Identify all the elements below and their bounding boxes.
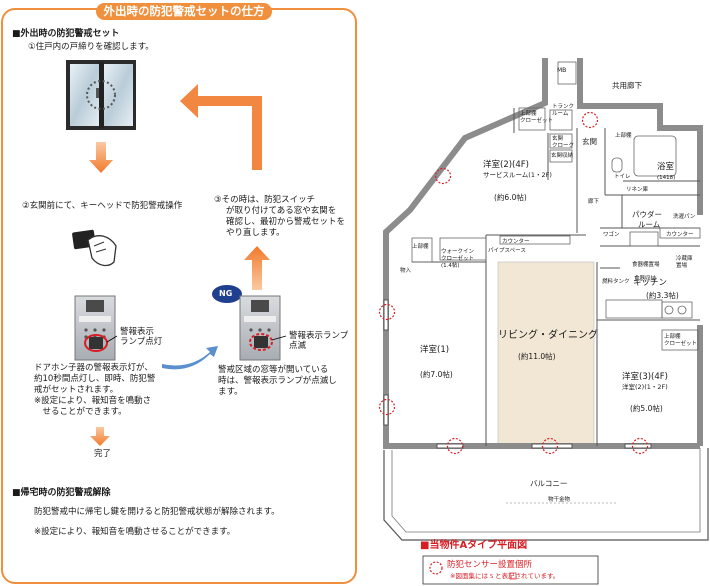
balcony-label: バルコニー bbox=[530, 479, 568, 488]
toilet-label: トイレ bbox=[614, 174, 631, 180]
fuel-tank-label: 燃料タンク bbox=[602, 279, 630, 285]
step1-text: ①住戸内の戸締りを確認します。 bbox=[28, 42, 154, 52]
lit-description: ドアホン子器の警報表示灯が、 約10秒間点灯し、即時、防犯警 戒がセットされます… bbox=[34, 363, 156, 417]
cupboard-space-label: 食器棚置場 bbox=[632, 262, 660, 268]
done-text: 完了 bbox=[94, 449, 112, 459]
trunk-room-label: トランクルーム bbox=[552, 104, 575, 117]
dry-area-label: 物干金物 bbox=[548, 497, 571, 503]
powder-room-label: パウダー ルーム bbox=[632, 210, 662, 229]
corridor-label: 廊下 bbox=[588, 199, 600, 205]
walkin-closet-label: ウォークインクローゼット(1.4帖) bbox=[441, 249, 475, 269]
linen-label: リネン庫 bbox=[626, 187, 649, 193]
western2-size: (約6.0帖) bbox=[494, 193, 527, 202]
panel-title: 外出時の防犯警戒セットの仕方 bbox=[96, 3, 272, 20]
living-size: (約11.0帖) bbox=[518, 352, 556, 361]
fridge-label: 冷蔵庫置場 bbox=[676, 256, 693, 269]
western1-label: 洋室(1) bbox=[420, 345, 450, 355]
western3-label: 洋室(3)(4F) 洋室(2)(1・2F) bbox=[622, 372, 668, 391]
lamp-blink-label: 警報表示ランプ 点滅 bbox=[289, 331, 349, 351]
common-corridor-label: 共用廊下 bbox=[612, 81, 642, 90]
upper-shelf-2-label: 上部棚 bbox=[412, 244, 429, 250]
entrance-closet-label: 玄関クローク bbox=[552, 136, 575, 149]
release-text-2: ※設定により、報知音を鳴動させることができます。 bbox=[34, 527, 236, 537]
pipe-space-label: パイプスペース bbox=[488, 248, 526, 254]
outing-heading: ■外出時の防犯警戒セット bbox=[12, 29, 120, 39]
step2-text: ②玄関前にて、キーヘッドで防犯警戒操作 bbox=[22, 201, 183, 211]
lamp-on-label: 警報表示 ランプ点灯 bbox=[120, 327, 163, 347]
legend-title: 防犯センサー設置個所 bbox=[447, 560, 533, 570]
counter1-label: カウンター bbox=[502, 239, 530, 245]
step3-text: ③その時は、防犯スイッチ が取り付けてある窓や玄関を 確認し、最初から警戒セット… bbox=[214, 195, 346, 238]
mb-label: MB bbox=[557, 67, 567, 74]
counter2-label: カウンター bbox=[666, 232, 694, 238]
release-text-1: 防犯警戒中に帰宅し鍵を開けると防犯警戒状態が解除されます。 bbox=[34, 507, 280, 517]
laundry-pan-label: 洗濯パン bbox=[673, 214, 696, 220]
western1-size: (約7.0帖) bbox=[420, 370, 453, 379]
living-label: リビング・ダイニング bbox=[498, 330, 598, 341]
upper-closet-1-label: 上部棚クローゼット bbox=[520, 111, 554, 124]
western3-size: (約5.0帖) bbox=[630, 404, 663, 413]
bath-size: (1418) bbox=[657, 175, 676, 181]
kitchen-label: キッチン bbox=[633, 278, 668, 288]
shoe-storage-label: 玄関収納 bbox=[551, 153, 574, 159]
upper-shelf-label: 上部棚 bbox=[615, 133, 632, 139]
storage-label: 物入 bbox=[400, 268, 412, 274]
cupboard-storage-label: 食器収納 bbox=[634, 276, 657, 282]
entrance-label: 玄関 bbox=[582, 137, 597, 146]
western2-label: 洋室(2)(4F) サービスルーム(1・2F) bbox=[483, 160, 552, 179]
floorplan-caption: ■当物件Aタイプ平面図 bbox=[420, 540, 528, 551]
bath-label: 浴室 bbox=[657, 162, 675, 172]
blink-description: 警戒区域の窓等が開いている 時は、警報表示ランプが点滅し ます。 bbox=[218, 365, 337, 397]
wagon-label: ワゴン bbox=[603, 232, 620, 238]
release-heading: ■帰宅時の防犯警戒解除 bbox=[12, 488, 111, 498]
legend-symbol: S bbox=[489, 574, 494, 580]
ng-badge: NG bbox=[219, 289, 233, 298]
upper-closet-2-label: 上部棚クローゼット bbox=[664, 334, 698, 347]
kitchen-size: (約3.3帖) bbox=[646, 291, 679, 300]
